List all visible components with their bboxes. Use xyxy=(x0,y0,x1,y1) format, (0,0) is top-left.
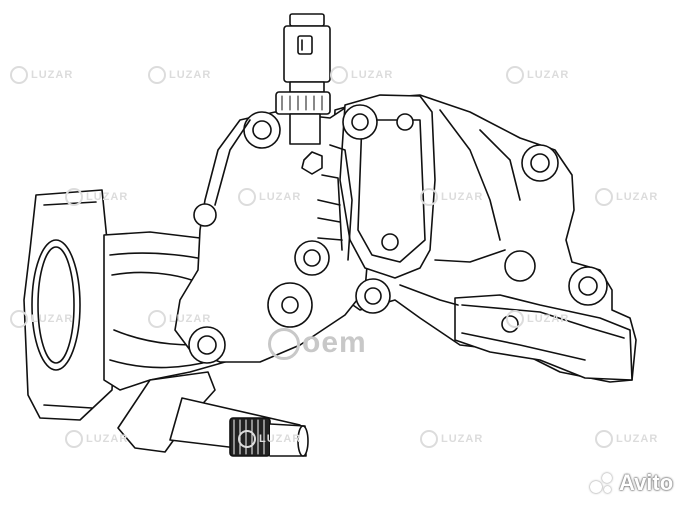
watermark-circle-icon xyxy=(238,430,256,448)
watermark-logo: LUZAR xyxy=(595,430,658,448)
watermark-logo: LUZAR xyxy=(238,188,301,206)
watermark-logo: LUZAR xyxy=(10,66,73,84)
housing-right-tab xyxy=(454,294,633,381)
watermark-circle-icon xyxy=(506,310,524,328)
watermark-logo: LUZAR xyxy=(65,188,128,206)
watermark-logo: LUZAR xyxy=(65,430,128,448)
watermark-circle-icon xyxy=(595,188,613,206)
watermark-circle-icon xyxy=(148,310,166,328)
watermark-circle-icon xyxy=(595,430,613,448)
oem-circle-icon xyxy=(268,328,300,361)
watermark-logo: LUZAR xyxy=(148,66,211,84)
watermark-circle-icon xyxy=(506,66,524,84)
watermark-logo: LUZAR xyxy=(506,66,569,84)
watermark-circle-icon xyxy=(10,66,28,84)
watermark-circle-icon xyxy=(10,310,28,328)
watermark-circle-icon xyxy=(330,66,348,84)
watermark-logo: LUZAR xyxy=(330,66,393,84)
bolt-holes xyxy=(188,104,608,364)
temperature-sensor xyxy=(275,13,331,145)
watermark-logo: LUZAR xyxy=(420,430,483,448)
cover-plate xyxy=(339,94,436,279)
watermark-circle-icon xyxy=(420,188,438,206)
watermark-circle-icon xyxy=(420,430,438,448)
watermark-logo: LUZAR xyxy=(506,310,569,328)
watermark-circle-icon xyxy=(148,66,166,84)
watermark-logo: LUZAR xyxy=(238,430,301,448)
watermark-logo: LUZAR xyxy=(420,188,483,206)
oem-watermark: oem xyxy=(268,326,367,361)
watermark-logo: LUZAR xyxy=(10,310,73,328)
avito-dots-icon xyxy=(590,473,616,495)
watermark-circle-icon xyxy=(65,188,83,206)
watermark-circle-icon xyxy=(238,188,256,206)
watermark-logo: LUZAR xyxy=(595,188,658,206)
watermark-circle-icon xyxy=(65,430,83,448)
watermark-logo: LUZAR xyxy=(148,310,211,328)
avito-logo: Avito xyxy=(590,470,673,496)
